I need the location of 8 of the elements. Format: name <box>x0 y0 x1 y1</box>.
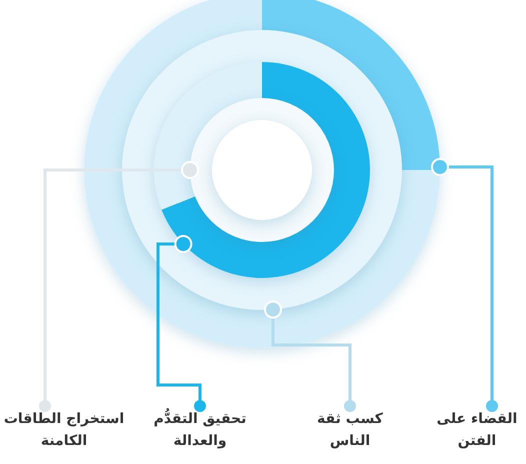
caption-text: القضاء على الفتن <box>428 408 526 452</box>
leader-line <box>431 158 498 412</box>
leader-line <box>264 300 356 412</box>
caption-text: استخراج الطاقات الكامنة <box>0 408 128 452</box>
caption-text: كسب ثقة الناس <box>298 408 402 452</box>
leader-line <box>39 161 199 412</box>
caption-text: تحقيق التقدُّم والعدالة <box>134 408 266 452</box>
leader-line <box>156 235 206 412</box>
